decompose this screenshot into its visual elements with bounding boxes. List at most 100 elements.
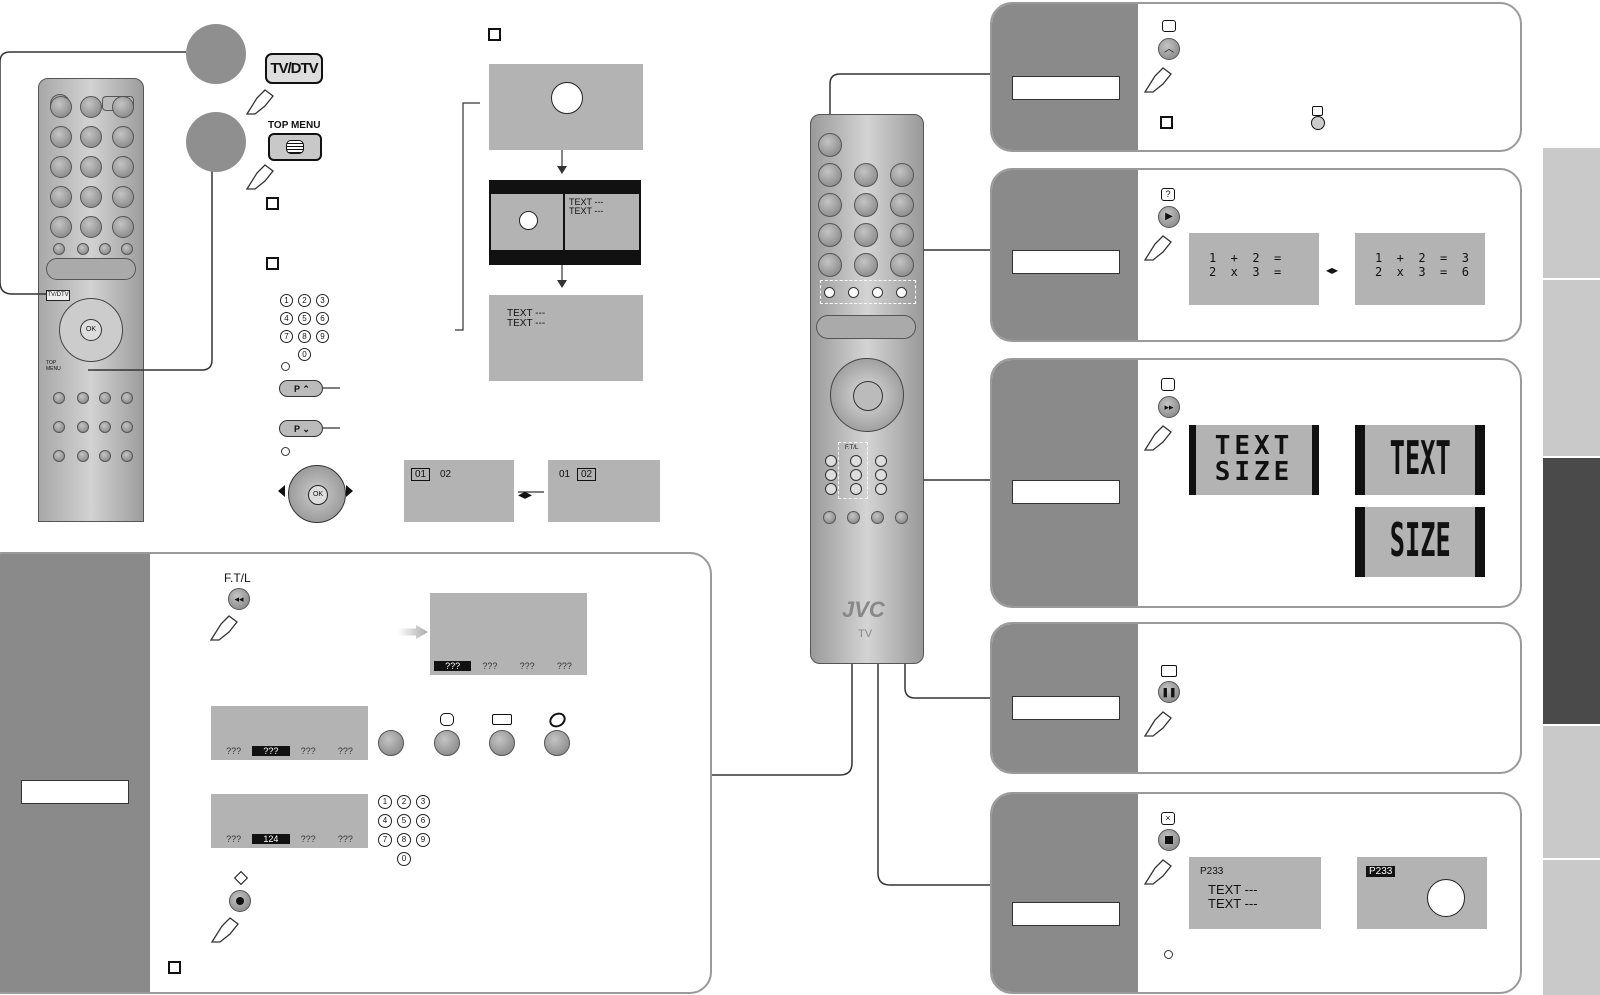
color-key[interactable]: [896, 287, 907, 298]
number-key-0[interactable]: 0: [397, 852, 411, 866]
remote-small-key[interactable]: [77, 421, 89, 433]
red-button[interactable]: [378, 730, 404, 756]
remote-small-key[interactable]: [121, 421, 133, 433]
remote-main-key[interactable]: [818, 133, 842, 157]
remote-small-key[interactable]: [99, 392, 111, 404]
remote-small-key[interactable]: [99, 450, 111, 462]
remote-main-key[interactable]: [890, 223, 914, 247]
section-tab-active[interactable]: [1543, 456, 1600, 724]
remote-main-small-key[interactable]: [875, 469, 887, 481]
number-key-7[interactable]: 7: [280, 330, 293, 343]
remote-main-key[interactable]: [854, 253, 878, 277]
remote-main-key[interactable]: [871, 511, 884, 524]
remote-small-key[interactable]: [80, 186, 102, 208]
section-tab[interactable]: [1543, 278, 1600, 456]
remote-small-key[interactable]: [121, 243, 133, 255]
remote-main-key[interactable]: [854, 223, 878, 247]
remote-main-key[interactable]: [890, 193, 914, 217]
remote-small-key[interactable]: [50, 156, 72, 178]
program-down-button[interactable]: P ⌄: [279, 420, 323, 437]
remote-main-key[interactable]: [847, 511, 860, 524]
number-key-4[interactable]: 4: [280, 312, 293, 325]
remote-small-key[interactable]: [77, 392, 89, 404]
remote-small-key[interactable]: [112, 216, 134, 238]
ok-dpad-illustration[interactable]: OK: [288, 465, 346, 523]
remote-main-key[interactable]: [890, 253, 914, 277]
remote-main-dpad[interactable]: [830, 358, 904, 432]
ok-button[interactable]: OK: [308, 485, 328, 505]
remote-main-ok-button[interactable]: [853, 381, 883, 411]
section-tab[interactable]: [1543, 858, 1600, 995]
remote-main-small-key[interactable]: [850, 455, 862, 467]
record-button[interactable]: [229, 890, 251, 912]
remote-main-rocker[interactable]: [816, 315, 916, 339]
number-key-6[interactable]: 6: [316, 312, 329, 325]
number-key-8[interactable]: 8: [397, 833, 411, 847]
program-up-button[interactable]: P ⌃: [279, 380, 323, 397]
remote-small-key[interactable]: [112, 186, 134, 208]
remote-small-key[interactable]: [80, 126, 102, 148]
number-key-0[interactable]: 0: [298, 348, 311, 361]
number-key-1[interactable]: 1: [378, 795, 392, 809]
pause-button[interactable]: ❚❚: [1158, 681, 1180, 703]
remote-main-key[interactable]: [818, 163, 842, 187]
number-key-1[interactable]: 1: [280, 294, 293, 307]
remote-small-key[interactable]: [50, 96, 72, 118]
remote-small-ok-button[interactable]: OK: [80, 319, 102, 341]
remote-main-key[interactable]: [818, 253, 842, 277]
yellow-button[interactable]: [489, 730, 515, 756]
rewind-button[interactable]: ◂◂: [228, 588, 250, 610]
number-key-5[interactable]: 5: [397, 814, 411, 828]
remote-small-key[interactable]: [80, 156, 102, 178]
remote-main-small-key[interactable]: [875, 455, 887, 467]
remote-small-key[interactable]: [77, 450, 89, 462]
remote-small-key[interactable]: [112, 156, 134, 178]
remote-small-key[interactable]: [99, 421, 111, 433]
play-button[interactable]: ▶: [1158, 206, 1180, 228]
remote-main-key[interactable]: [895, 511, 908, 524]
number-key-2[interactable]: 2: [397, 795, 411, 809]
remote-small-key[interactable]: [77, 243, 89, 255]
number-key-7[interactable]: 7: [378, 833, 392, 847]
remote-main-small-key[interactable]: [875, 483, 887, 495]
remote-small-key[interactable]: [50, 186, 72, 208]
blue-button[interactable]: [544, 730, 570, 756]
remote-small-key[interactable]: [121, 392, 133, 404]
top-menu-key[interactable]: [268, 133, 322, 161]
remote-main-key[interactable]: [854, 193, 878, 217]
remote-main-key[interactable]: [854, 163, 878, 187]
remote-small-key[interactable]: [121, 450, 133, 462]
color-key[interactable]: [824, 287, 835, 298]
remote-main-key[interactable]: [823, 511, 836, 524]
remote-main-small-key[interactable]: [850, 469, 862, 481]
number-key-8[interactable]: 8: [298, 330, 311, 343]
remote-small-key[interactable]: [99, 243, 111, 255]
number-key-9[interactable]: 9: [416, 833, 430, 847]
remote-small-key[interactable]: [80, 216, 102, 238]
fast-forward-button[interactable]: ▸▸: [1158, 396, 1180, 418]
number-key-6[interactable]: 6: [416, 814, 430, 828]
remote-main-small-key[interactable]: [850, 483, 862, 495]
remote-small-key[interactable]: [50, 126, 72, 148]
green-button[interactable]: [434, 730, 460, 756]
remote-small-key[interactable]: [53, 243, 65, 255]
tvdtv-key[interactable]: TV/DTV: [265, 53, 323, 84]
remote-small-key[interactable]: [53, 421, 65, 433]
number-key-4[interactable]: 4: [378, 814, 392, 828]
remote-small-key[interactable]: [112, 96, 134, 118]
up-button[interactable]: ︿: [1158, 38, 1180, 60]
remote-main-small-key[interactable]: [825, 455, 837, 467]
remote-main-key[interactable]: [890, 163, 914, 187]
remote-small-key[interactable]: [53, 450, 65, 462]
remote-main-small-key[interactable]: [825, 483, 837, 495]
remote-main-key[interactable]: [818, 223, 842, 247]
remote-small-key[interactable]: [80, 96, 102, 118]
remote-small-key[interactable]: [112, 126, 134, 148]
remote-small-key[interactable]: [50, 216, 72, 238]
section-tab[interactable]: [1543, 724, 1600, 858]
number-key-3[interactable]: 3: [416, 795, 430, 809]
color-key[interactable]: [872, 287, 883, 298]
number-key-5[interactable]: 5: [298, 312, 311, 325]
remote-small-key[interactable]: [53, 392, 65, 404]
number-key-3[interactable]: 3: [316, 294, 329, 307]
